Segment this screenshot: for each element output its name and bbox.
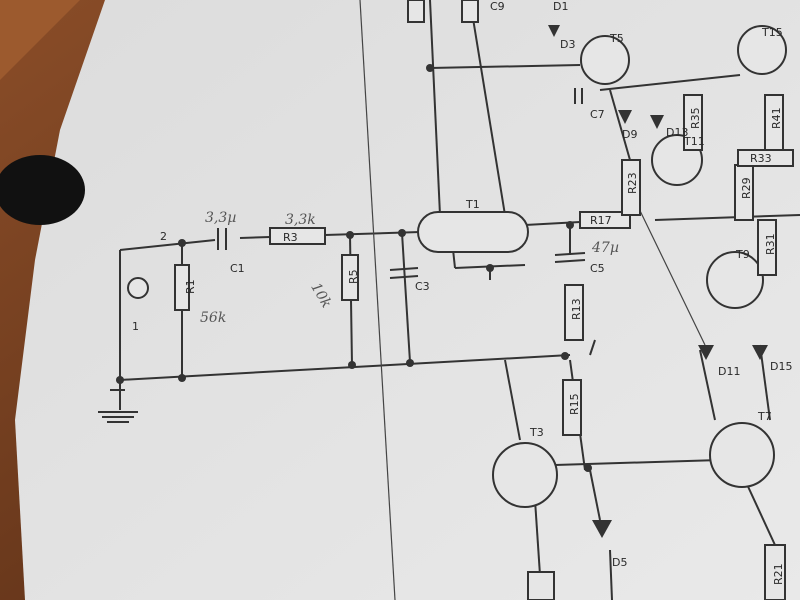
c5-label: C5	[590, 262, 605, 275]
d13-label: D13	[666, 126, 688, 139]
r5-label: R5	[347, 269, 360, 284]
handwritten-notes: 3,3µ 3,3k 56k 10k 47µ	[200, 210, 619, 326]
t15-label: T15	[761, 26, 783, 39]
components	[127, 0, 794, 600]
r3-label: R3	[283, 231, 298, 244]
r33-label: R33	[750, 152, 772, 165]
t7-label: T7	[757, 410, 772, 423]
dark-object	[0, 155, 85, 225]
r21-label: R21	[772, 563, 785, 585]
paper-sheet	[15, 0, 800, 600]
r1-label: R1	[184, 279, 197, 294]
c7-label: C7	[590, 108, 605, 121]
t3-label: T3	[529, 426, 544, 439]
wood-edge	[0, 0, 80, 80]
d1-label: D1	[553, 0, 568, 13]
r13-label: R13	[570, 298, 583, 320]
d9-label: D9	[622, 128, 637, 141]
d11-label: D11	[718, 365, 740, 378]
t1-label: T1	[465, 198, 480, 211]
node-2-label: 2	[160, 230, 167, 243]
r23-label: R23	[626, 172, 639, 194]
t9-label: T9	[735, 248, 750, 261]
t5-label: T5	[609, 32, 624, 45]
r41-label: R41	[770, 107, 783, 129]
r31-label: R31	[764, 233, 777, 255]
r29-label: R29	[740, 177, 753, 199]
junctions	[116, 64, 592, 472]
r3-value-note: 3,3k	[285, 212, 316, 228]
t11-label: T11	[683, 135, 705, 148]
r17-label: R17	[590, 214, 612, 227]
d15-label: D15	[770, 360, 792, 373]
d3-label: D3	[560, 38, 575, 51]
c5-value-note: 47µ	[591, 240, 619, 256]
d5-label: D5	[612, 556, 627, 569]
c9-label: C9	[490, 0, 505, 13]
r15-label: R15	[568, 393, 581, 415]
c3-label: C3	[415, 280, 430, 293]
component-labels: 1 2 R1 C1 R3 R5 C3 T1 R17 C5 R13 R15 T3 …	[132, 0, 792, 585]
c1-label: C1	[230, 262, 245, 275]
r35-label: R35	[689, 107, 702, 129]
r1-value-note: 56k	[200, 310, 226, 326]
node-1-label: 1	[132, 320, 139, 333]
c1-value-note: 3,3µ	[205, 210, 236, 226]
